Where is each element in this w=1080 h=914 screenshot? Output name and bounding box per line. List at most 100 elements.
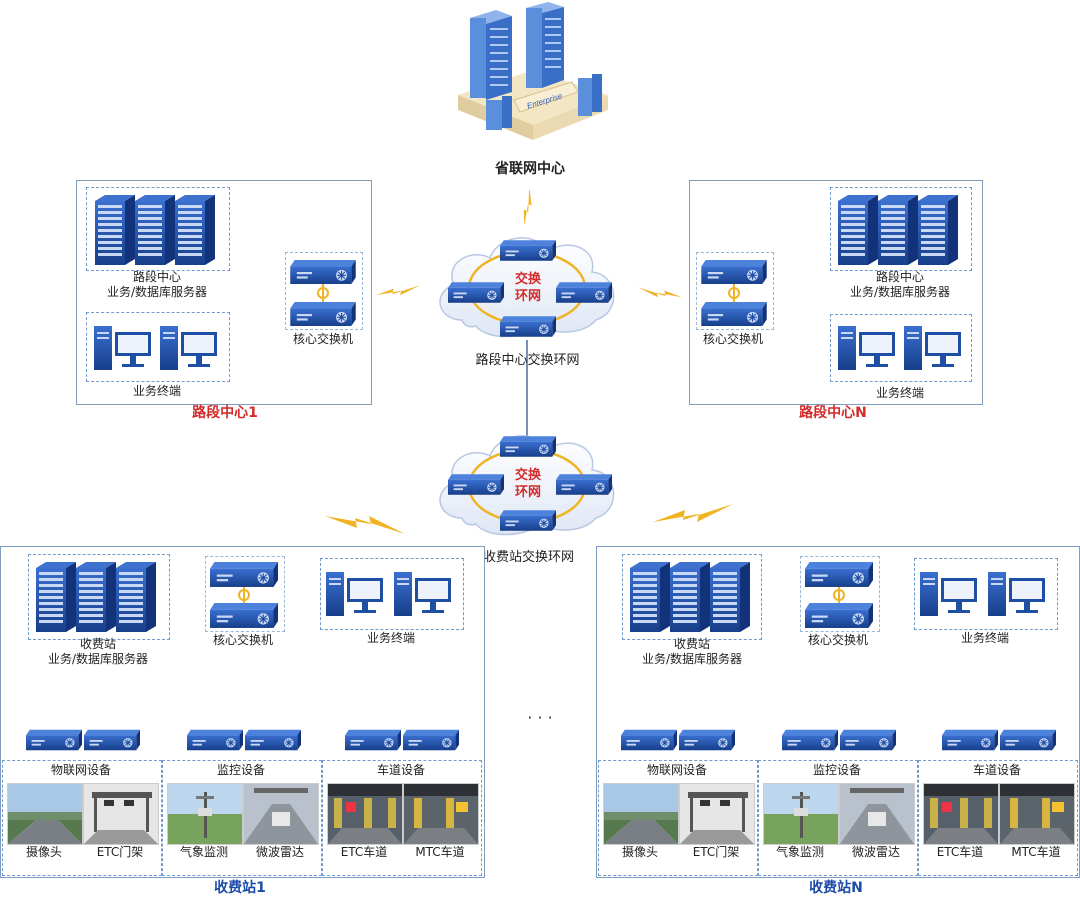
server-group [830, 187, 972, 271]
iot-device-group [2, 760, 162, 876]
server-group [622, 554, 762, 640]
group-label: 物联网设备 [646, 763, 707, 777]
core-switch-group [800, 556, 880, 632]
etc-lane-photo [327, 783, 403, 845]
road-center-1-switch-label: 核心交换机 [292, 332, 353, 346]
terminal-icon [160, 326, 217, 370]
toll-station-1-title: 收费站1 [214, 880, 266, 896]
server-rack-icon [36, 562, 156, 632]
mtc-lane-photo [999, 783, 1075, 845]
server-group [28, 554, 170, 640]
core-switch-icon [290, 260, 356, 326]
lightning-icon [325, 516, 405, 534]
edge-switch-icon [187, 729, 301, 751]
switch-icon [556, 474, 612, 495]
switch-icon [448, 282, 504, 303]
terminal-group [830, 314, 972, 382]
core-switch-group [285, 252, 363, 330]
item-label: ETC门架 [96, 845, 144, 859]
toll-station-n-servers-label: 收费站 业务/数据库服务器 [641, 637, 743, 666]
group-label: 监控设备 [216, 763, 265, 777]
etc-gantry-photo [83, 783, 159, 845]
server-rack-icon [630, 562, 750, 632]
switch-icon [556, 282, 612, 303]
camera-photo [603, 783, 679, 845]
weather-station-photo [167, 783, 243, 845]
road-center-n-title: 路段中心N [799, 405, 867, 421]
item-label: ETC车道 [936, 845, 984, 859]
server-rack-icon [838, 195, 958, 265]
road-center-n-terminals-label: 业务终端 [875, 386, 924, 400]
toll-station-1-switch-label: 核心交换机 [212, 633, 273, 647]
terminal-icon [838, 326, 895, 370]
group-label: 物联网设备 [50, 763, 111, 777]
toll-station-n-title: 收费站N [809, 880, 863, 896]
switch-icon [448, 474, 504, 495]
core-switch-group [696, 252, 774, 330]
provincial-center-label: 省联网中心 [495, 161, 565, 177]
terminal-icon [94, 326, 151, 370]
edge-switch-icon [782, 729, 896, 751]
terminal-group [914, 558, 1058, 630]
core-switch-icon [701, 260, 767, 326]
toll-station-n-switch-label: 核心交换机 [807, 633, 868, 647]
switch-icon [500, 436, 556, 457]
item-label: ETC车道 [340, 845, 388, 859]
terminal-icon [326, 572, 383, 616]
edge-switch-icon [26, 729, 140, 751]
lightning-icon [376, 285, 420, 296]
road-center-1-terminals-label: 业务终端 [132, 384, 181, 398]
server-group [86, 187, 230, 271]
server-rack-icon [95, 195, 215, 265]
road-center-1-servers-label: 路段中心 业务/数据库服务器 [106, 270, 208, 299]
item-label: 摄像头 [25, 845, 62, 859]
road-ring-text: 交换 环网 [514, 272, 541, 304]
item-label: 微波雷达 [255, 845, 304, 859]
item-label: 气象监测 [179, 845, 228, 859]
mtc-lane-photo [403, 783, 479, 845]
monitor-device-group [162, 760, 322, 876]
group-label: 车道设备 [972, 763, 1021, 777]
edge-switch-icon [621, 729, 735, 751]
terminal-icon [904, 326, 961, 370]
lightning-icon [515, 190, 538, 224]
switch-icon [500, 316, 556, 337]
lane-device-group [322, 760, 482, 876]
core-switch-group [205, 556, 285, 632]
enterprise-building-icon: Enterprise [458, 2, 608, 140]
toll-ring-label: 收费站交换环网 [482, 550, 574, 565]
terminal-icon [988, 572, 1045, 616]
core-switch-icon [210, 562, 278, 628]
toll-station-1-terminals-label: 业务终端 [366, 631, 415, 645]
weather-station-photo [763, 783, 839, 845]
road-center-n-switch-label: 核心交换机 [702, 332, 763, 346]
lane-device-group [918, 760, 1078, 876]
road-center-n-servers-label: 路段中心 业务/数据库服务器 [849, 270, 951, 299]
road-ring-label: 路段中心交换环网 [475, 353, 580, 368]
terminal-icon [920, 572, 977, 616]
lightning-icon [638, 287, 682, 298]
iot-device-group [598, 760, 758, 876]
toll-ring-text: 交换 环网 [514, 468, 541, 500]
etc-gantry-photo [679, 783, 755, 845]
group-label: 车道设备 [376, 763, 425, 777]
item-label: ETC门架 [692, 845, 740, 859]
item-label: 摄像头 [621, 845, 658, 859]
switch-icon [500, 240, 556, 261]
item-label: 气象监测 [775, 845, 824, 859]
item-label: MTC车道 [1011, 845, 1061, 859]
edge-switch-icon [345, 729, 459, 751]
radar-photo [243, 783, 319, 845]
item-label: 微波雷达 [851, 845, 900, 859]
lightning-icon [653, 504, 733, 522]
ellipsis: · · · [527, 708, 553, 727]
etc-lane-photo [923, 783, 999, 845]
edge-switch-icon [942, 729, 1056, 751]
core-switch-icon [805, 562, 873, 628]
terminal-group [86, 312, 230, 382]
terminal-icon [394, 572, 451, 616]
radar-photo [839, 783, 915, 845]
toll-station-n-terminals-label: 业务终端 [960, 631, 1009, 645]
road-center-1-title: 路段中心1 [192, 405, 258, 421]
terminal-group [320, 558, 464, 630]
